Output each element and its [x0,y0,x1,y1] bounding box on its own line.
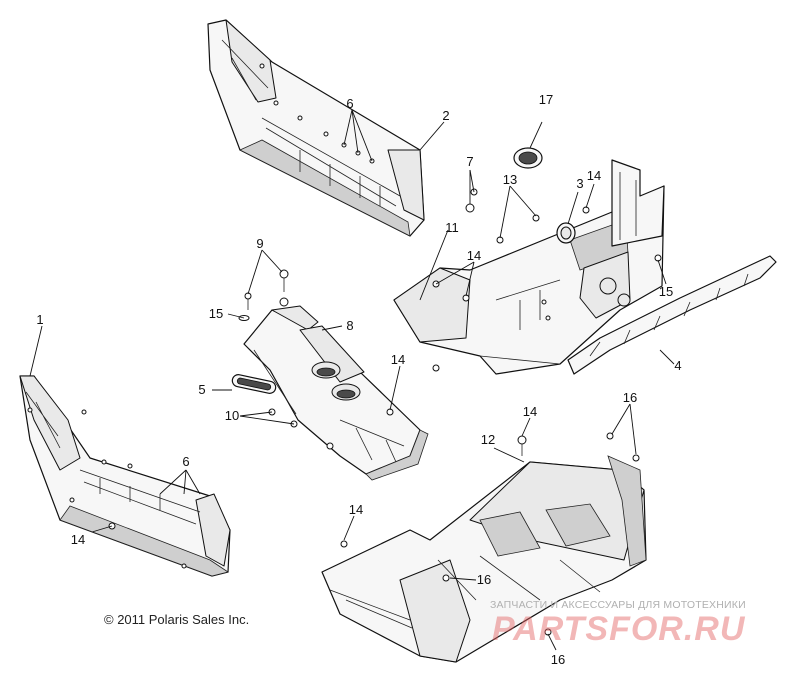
callout-11: 11 [445,220,459,235]
callout-2: 2 [442,108,449,123]
callout-14-console: 14 [391,352,405,367]
callout-17: 17 [539,92,553,107]
part-3-plug [556,222,576,244]
part-8-center-console [243,305,429,481]
callout-12: 12 [481,432,495,447]
callout-14-top-right: 14 [587,168,601,183]
callout-13: 13 [503,172,517,187]
callout-14-left: 14 [71,532,85,547]
callout-14-mid: 14 [467,248,481,263]
callout-15-left: 15 [209,306,223,321]
callout-16-right: 16 [623,390,637,405]
watermark-logo: PARTSFOR.RU [492,610,746,648]
watermark-caption: ЗАПЧАСТИ И АКСЕССУАРЫ ДЛЯ МОТОТЕХНИКИ [490,599,746,611]
part-17-grommet [513,147,543,169]
part-1-rocker-panel-left [19,375,231,577]
callout-7: 7 [466,154,473,169]
callout-14-bottom: 14 [349,502,363,517]
callout-5: 5 [198,382,205,397]
callout-10: 10 [225,408,239,423]
callout-14-tub: 14 [523,404,537,419]
callout-16-center: 16 [477,572,491,587]
callout-8: 8 [346,318,353,333]
copyright-notice: © 2011 Polaris Sales Inc. [104,612,250,627]
callout-3: 3 [576,176,583,191]
callout-4: 4 [674,358,681,373]
rear-wall-upper [611,159,665,247]
part-12-floor-tub [321,455,647,663]
callout-6-lower: 6 [182,454,189,469]
callout-15-right: 15 [659,284,673,299]
callout-16-bottom: 16 [551,652,565,667]
loose-fasteners [108,188,662,636]
part-4-seal-strip [567,255,777,375]
callout-6-upper: 6 [346,96,353,111]
callout-labels: 1 2 3 4 5 6 6 7 8 9 10 11 12 13 14 14 14… [36,92,681,667]
part-2-rocker-panel-right [207,19,425,237]
callout-9: 9 [256,236,263,251]
leader-lines [29,109,675,651]
callout-1: 1 [36,312,43,327]
part-5-cup-holder-mat [231,374,277,394]
